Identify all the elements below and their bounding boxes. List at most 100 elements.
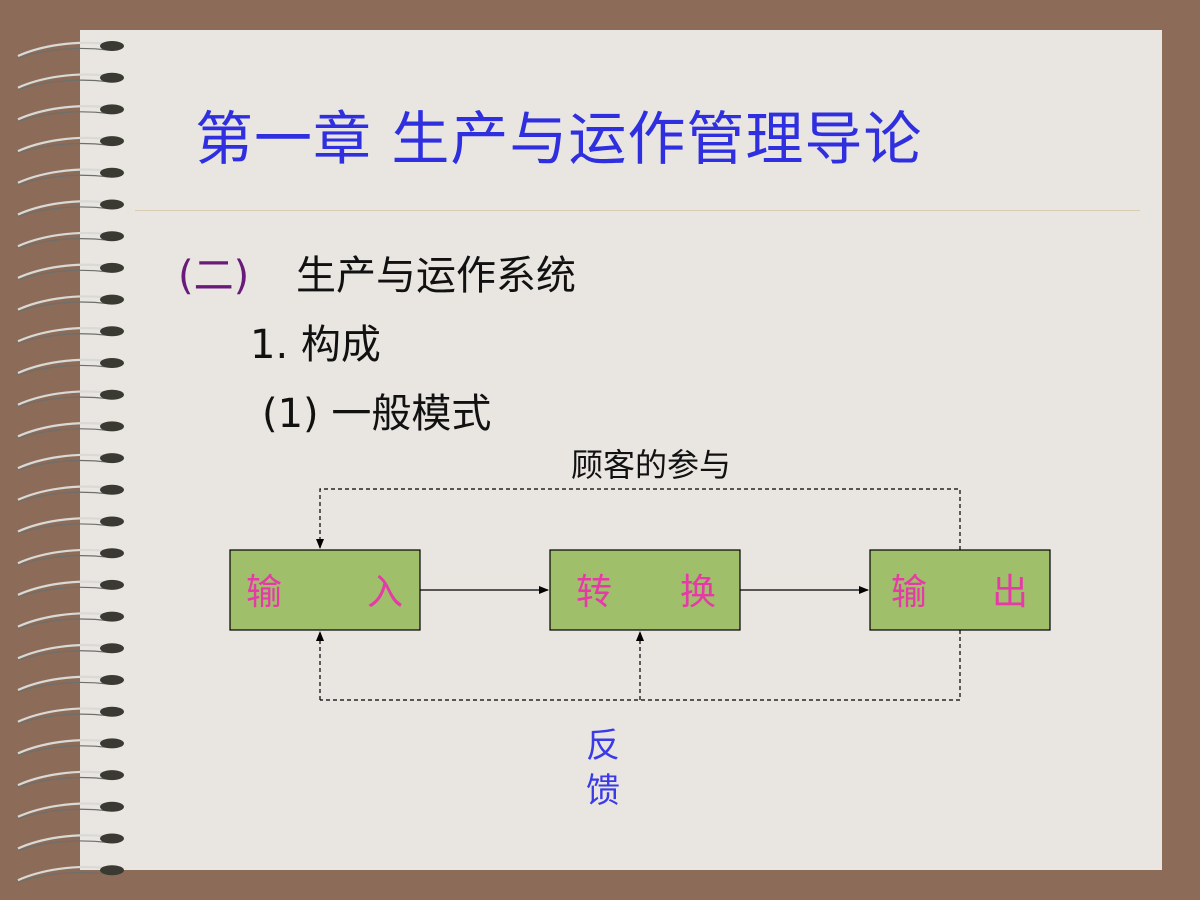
- binding-hole: [100, 72, 124, 83]
- spiral-coil: [17, 612, 109, 628]
- spiral-coil: [17, 770, 109, 787]
- binding-hole: [100, 231, 124, 242]
- binding-hole: [100, 706, 124, 717]
- spiral-coil: [17, 358, 109, 375]
- section-number: (二): [178, 253, 250, 299]
- binding-hole: [100, 579, 124, 590]
- spiral-coil-shadow: [17, 586, 109, 598]
- spiral-coil: [17, 390, 109, 406]
- binding-hole: [100, 294, 124, 305]
- spiral-coil-shadow: [17, 301, 109, 313]
- slide-title: 第一章 生产与运作管理导论: [195, 105, 923, 173]
- binding-hole: [100, 548, 124, 559]
- spiral-coil-shadow: [17, 523, 109, 535]
- spiral-coil-shadow: [17, 111, 109, 122]
- box-input-char-2: 入: [367, 572, 403, 613]
- binding-hole: [100, 611, 124, 622]
- spiral-binding: [17, 41, 124, 883]
- spiral-coil-shadow: [17, 47, 109, 59]
- spiral-coil: [17, 802, 109, 818]
- feedback-char-1: 反: [586, 726, 620, 766]
- spiral-coil-shadow: [17, 269, 109, 281]
- spiral-coil: [17, 200, 109, 216]
- binding-hole: [100, 770, 124, 781]
- spiral-coil: [17, 231, 109, 248]
- spiral-coil-shadow: [17, 872, 109, 883]
- spiral-coil: [17, 643, 109, 660]
- spiral-coil-shadow: [17, 681, 109, 693]
- binding-hole: [100, 833, 124, 844]
- subsubsection-heading: (1) 一般模式: [262, 391, 492, 437]
- spiral-coil-shadow: [17, 364, 109, 376]
- binding-hole: [100, 675, 124, 685]
- spiral-coil: [17, 453, 109, 470]
- binding-hole: [100, 421, 124, 432]
- spiral-coil: [17, 73, 109, 89]
- binding-hole: [100, 167, 124, 178]
- spiral-coil: [17, 485, 109, 501]
- spiral-coil-shadow: [17, 713, 109, 725]
- spiral-coil-shadow: [17, 459, 109, 471]
- binding-hole: [100, 389, 124, 400]
- subsection-heading: 1. 构成: [250, 322, 381, 368]
- spiral-coil-shadow: [17, 238, 109, 249]
- spiral-coil-shadow: [17, 618, 109, 630]
- spiral-coil: [17, 168, 109, 184]
- spiral-coil: [17, 834, 109, 850]
- participation-arrow: [316, 488, 961, 550]
- spiral-coil: [17, 326, 109, 343]
- slide-paper: [80, 30, 1162, 870]
- spiral-coil-shadow: [17, 142, 109, 154]
- spiral-coil-shadow: [17, 174, 109, 186]
- binding-hole: [100, 865, 124, 876]
- binding-hole: [100, 41, 124, 51]
- spiral-coil: [17, 105, 109, 121]
- box-input: 输 入: [229, 549, 421, 631]
- spiral-coil: [17, 675, 109, 692]
- spiral-coil-shadow: [17, 206, 109, 218]
- binding-hole: [100, 358, 124, 368]
- box-transform-char-1: 转: [576, 572, 612, 613]
- spiral-coil-shadow: [17, 333, 109, 344]
- box-input-char-1: 输: [246, 572, 282, 613]
- spiral-coil: [17, 263, 109, 279]
- spiral-coil: [17, 707, 109, 723]
- box-output-char-2: 出: [992, 572, 1028, 613]
- section-title: 生产与运作系统: [296, 253, 576, 299]
- binding-hole: [100, 738, 124, 749]
- spiral-coil: [17, 739, 109, 755]
- box-output: 输 出: [869, 549, 1051, 631]
- binding-hole: [100, 801, 124, 812]
- box-transform: 转 换: [549, 549, 741, 631]
- spiral-coil-shadow: [17, 650, 109, 661]
- binding-hole: [100, 453, 124, 464]
- spiral-coil-shadow: [17, 79, 109, 91]
- spiral-coil-shadow: [17, 428, 109, 439]
- spiral-coil-shadow: [17, 776, 109, 788]
- spiral-coil-shadow: [17, 808, 109, 820]
- feedback-char-2: 馈: [586, 771, 620, 811]
- feedback-line: [320, 630, 961, 701]
- binding-hole: [100, 516, 124, 527]
- feedback-label: 反 馈: [586, 726, 620, 811]
- binding-hole: [100, 326, 124, 337]
- binding-hole: [100, 643, 124, 654]
- binding-hole: [100, 262, 124, 273]
- spiral-coil: [17, 422, 109, 438]
- binding-hole: [100, 199, 124, 210]
- binding-hole: [100, 136, 124, 147]
- spiral-coil-shadow: [17, 491, 109, 503]
- spiral-coil: [17, 295, 109, 311]
- spiral-coil-shadow: [17, 745, 109, 756]
- binding-hole: [100, 104, 124, 115]
- spiral-coil-shadow: [17, 555, 109, 566]
- spiral-coil: [17, 548, 109, 565]
- spiral-coil: [17, 41, 109, 58]
- binding-hole: [100, 484, 124, 495]
- spiral-coil-shadow: [17, 840, 109, 852]
- box-output-char-1: 输: [891, 572, 927, 613]
- spiral-coil: [17, 517, 109, 533]
- spiral-coil: [17, 136, 109, 153]
- spiral-coil-shadow: [17, 396, 109, 408]
